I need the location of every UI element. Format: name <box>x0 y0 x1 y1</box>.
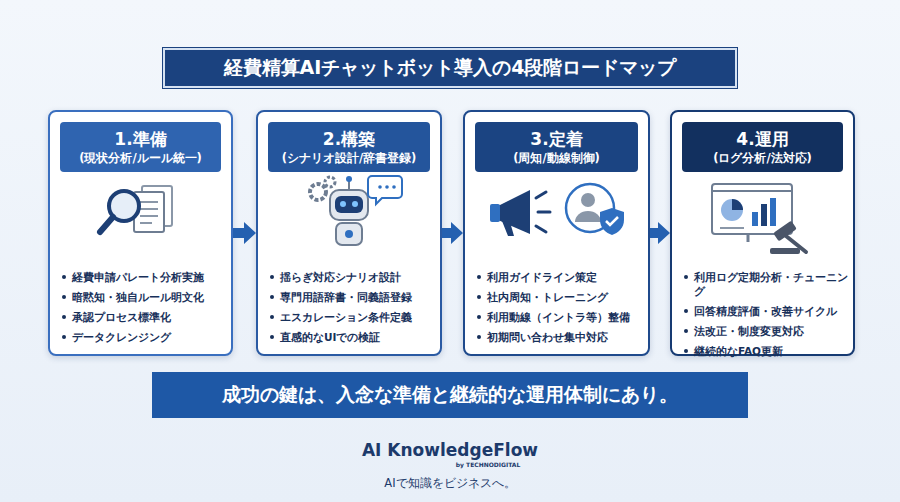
phase-title: 2.構築 <box>323 129 375 150</box>
bullet-item: 社内周知・トレーニング <box>477 290 644 304</box>
bullet-item: 経費申請パレート分析実施 <box>62 270 227 284</box>
title-text: 経費精算AIチャットボット導入の4段階ロードマップ <box>224 55 677 81</box>
bullet-item: 法改正・制度変更対応 <box>684 324 849 338</box>
bullet-item: 回答精度評価・改善サイクル <box>684 304 849 318</box>
flow-arrow <box>650 222 670 244</box>
phase-title: 4.運用 <box>736 129 788 150</box>
bullet-list: 揺らぎ対応シナリオ設計専門用語辞書・同義語登録エスカレーション条件定義直感的なU… <box>270 270 436 350</box>
bullet-list: 利用ガイドライン策定社内周知・トレーニング利用動線（イントラ等）整備初期問い合わ… <box>477 270 644 350</box>
phase-subtitle: (シナリオ設計/辞書登録) <box>282 150 417 166</box>
announce-icon <box>490 184 624 236</box>
phase-subtitle: (ログ分析/法対応) <box>713 150 812 166</box>
phase-title: 成功の鍵は、入念な準備と継続的な運用体制にあり。 <box>222 382 678 408</box>
bullet-item: 専門用語辞書・同義語登録 <box>270 290 436 304</box>
bullet-item: 直感的なUIでの検証 <box>270 330 436 344</box>
bullet-item: 暗黙知・独自ルール明文化 <box>62 290 227 304</box>
phase-header: 2.構築(シナリオ設計/辞書登録) <box>268 122 430 172</box>
phase-title: 3.定着 <box>530 129 582 150</box>
phase-card: 利用ガイドライン策定社内周知・トレーニング利用動線（イントラ等）整備初期問い合わ… <box>463 110 650 356</box>
flow-arrow <box>442 222 463 244</box>
bullet-item: 承認プロセス標準化 <box>62 310 227 324</box>
bullet-item: データクレンジング <box>62 330 227 344</box>
analysis-icon <box>100 186 172 232</box>
bullet-list: 利用ログ定期分析・チューニング回答精度評価・改善サイクル法改正・制度変更対応継続… <box>684 270 849 364</box>
phase-header: 1.準備(現状分析/ルール統一) <box>60 122 221 172</box>
robot-icon <box>310 176 402 245</box>
phase-subtitle: (周知/動線制御) <box>513 150 600 166</box>
bullet-item: エスカレーション条件定義 <box>270 310 436 324</box>
bullet-item: 初期問い合わせ集中対応 <box>477 330 644 344</box>
phase-subtitle: (現状分析/ルール統一) <box>79 150 202 166</box>
bullet-item: 利用ガイドライン策定 <box>477 270 644 284</box>
phase-card: 利用ログ定期分析・チューニング回答精度評価・改善サイクル法改正・制度変更対応継続… <box>670 110 855 356</box>
bullet-item: 揺らぎ対応シナリオ設計 <box>270 270 436 284</box>
phase-card: 揺らぎ対応シナリオ設計専門用語辞書・同義語登録エスカレーション条件定義直感的なU… <box>256 110 442 356</box>
phase-header: 3.定着(周知/動線制御) <box>475 122 638 172</box>
flow-arrow <box>233 222 256 244</box>
brand-name: AI KnowledgeFlow <box>362 440 538 460</box>
phase-header: 4.運用(ログ分析/法対応) <box>682 122 843 172</box>
operation-icon <box>712 184 806 254</box>
bullet-item: 利用ログ定期分析・チューニング <box>684 270 849 298</box>
bullet-item: 利用動線（イントラ等）整備 <box>477 310 644 324</box>
bullet-list: 経費申請パレート分析実施暗黙知・独自ルール明文化承認プロセス標準化データクレンジ… <box>62 270 227 350</box>
phase-title: 1.準備 <box>114 129 166 150</box>
brand-sub: by TECHNODIGITAL <box>456 461 521 468</box>
brand-tagline: AIで知識をビジネスへ。 <box>384 476 515 491</box>
phase-card: 経費申請パレート分析実施暗黙知・独自ルール明文化承認プロセス標準化データクレンジ… <box>48 110 233 356</box>
title-banner: 経費精算AIチャットボット導入の4段階ロードマップ <box>163 48 737 88</box>
message-band: 成功の鍵は、入念な準備と継続的な運用体制にあり。 <box>152 372 748 418</box>
bullet-item: 継続的なFAQ更新 <box>684 344 849 358</box>
